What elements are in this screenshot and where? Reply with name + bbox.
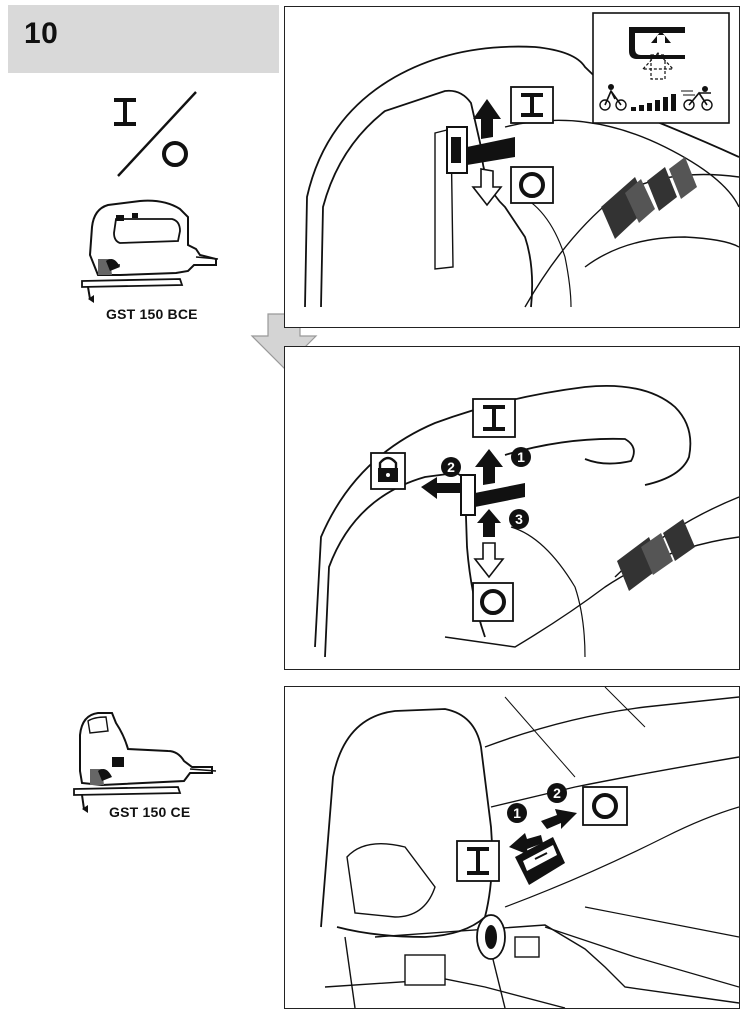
arrow-up-release xyxy=(477,509,501,537)
arrow-lock-left xyxy=(421,477,461,499)
off-symbol-box xyxy=(472,582,514,622)
arrow-down-off xyxy=(471,168,503,207)
on-symbol-box xyxy=(456,840,500,882)
vent-slots xyxy=(617,519,695,591)
callout-1-label: 1 xyxy=(517,449,525,465)
on-off-switch[interactable] xyxy=(515,837,565,885)
on-off-switch[interactable] xyxy=(460,474,525,516)
model-label-ce: GST 150 CE xyxy=(109,804,191,820)
callout-2: 2 xyxy=(547,783,567,803)
jigsaw-bce-illustration xyxy=(81,199,219,303)
speed-fast-cyclist-icon xyxy=(681,86,713,111)
callout-2-label: 2 xyxy=(447,459,455,475)
panel-switch-on-off-ce: 1 2 xyxy=(284,686,740,1009)
off-symbol-icon xyxy=(162,141,188,167)
callout-2-label: 2 xyxy=(553,785,561,801)
arrow-down-off xyxy=(473,542,505,579)
callout-1: 1 xyxy=(507,803,527,823)
on-off-symbol-icon xyxy=(114,91,197,177)
callout-2: 2 xyxy=(441,457,461,477)
on-symbol-icon xyxy=(114,98,136,126)
speed-bars xyxy=(631,94,676,111)
panel-switch-lock-bce: 2 1 3 xyxy=(284,346,740,670)
tool-housing xyxy=(320,687,739,1008)
lock-icon-box xyxy=(370,452,406,490)
step-header: 10 xyxy=(8,5,279,73)
on-off-switch[interactable] xyxy=(446,126,515,174)
panel-switch-on-off-bce xyxy=(284,6,740,328)
arrow-up-on xyxy=(473,99,501,139)
off-symbol-box xyxy=(510,166,554,204)
arrow-on-left xyxy=(509,833,543,855)
rear-knob xyxy=(476,914,506,960)
model-label-bce: GST 150 BCE xyxy=(106,306,198,322)
step-number: 10 xyxy=(24,17,59,50)
speed-inset xyxy=(592,12,730,124)
arrow-up-on xyxy=(475,449,503,485)
carriage-base xyxy=(324,924,739,1008)
callout-1: 1 xyxy=(511,447,531,467)
callout-3: 3 xyxy=(509,509,529,529)
jigsaw-ce-illustration xyxy=(73,712,217,813)
divider-slash xyxy=(117,91,197,177)
off-symbol-box xyxy=(582,786,628,826)
callout-3-label: 3 xyxy=(515,511,523,527)
on-symbol-box xyxy=(472,398,516,438)
vent-slots xyxy=(601,157,697,239)
arrow-off-right xyxy=(541,809,577,829)
on-symbol-box xyxy=(510,86,554,124)
speed-slow-cyclist-icon xyxy=(599,84,627,111)
callout-1-label: 1 xyxy=(513,805,521,821)
